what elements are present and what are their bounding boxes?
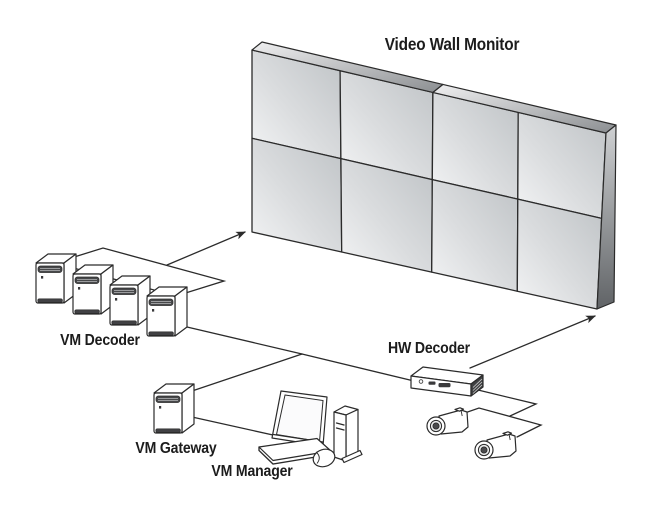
vm-decoder-server-1	[35, 253, 77, 304]
hw-decoder-box	[410, 366, 484, 397]
hw-decoder-label: HW Decoder	[388, 340, 470, 357]
vm-manager-label: VM Manager	[211, 463, 293, 480]
camera-2	[474, 431, 517, 460]
arrow-hwdecoder-to-wall	[469, 315, 596, 369]
wall-panel-grid	[251, 49, 607, 310]
video-wall-label: Video Wall Monitor	[384, 34, 520, 54]
vm-gateway-server	[153, 383, 195, 434]
vm-decoder-server-3	[109, 275, 151, 326]
vm-gateway-label: VM Gateway	[135, 440, 217, 457]
monitor	[271, 390, 328, 447]
hw-decoder-led	[418, 379, 424, 384]
vm-decoder-server-4	[146, 286, 188, 337]
vm-manager-workstation	[258, 390, 363, 468]
hw-decoder-vent	[470, 374, 484, 397]
mouse	[312, 448, 336, 468]
camera-1	[426, 407, 469, 436]
video-wall-monitor	[251, 41, 617, 310]
arrow-decoder-to-wall	[166, 231, 246, 266]
vm-decoder-label: VM Decoder	[60, 332, 140, 349]
vm-decoder-cluster	[35, 253, 188, 337]
desktop-case	[333, 405, 363, 464]
connection-lines	[166, 231, 596, 438]
wall-side-face	[596, 124, 617, 310]
wall-top-face-left	[251, 41, 444, 94]
vm-decoder-server-2	[72, 264, 114, 315]
